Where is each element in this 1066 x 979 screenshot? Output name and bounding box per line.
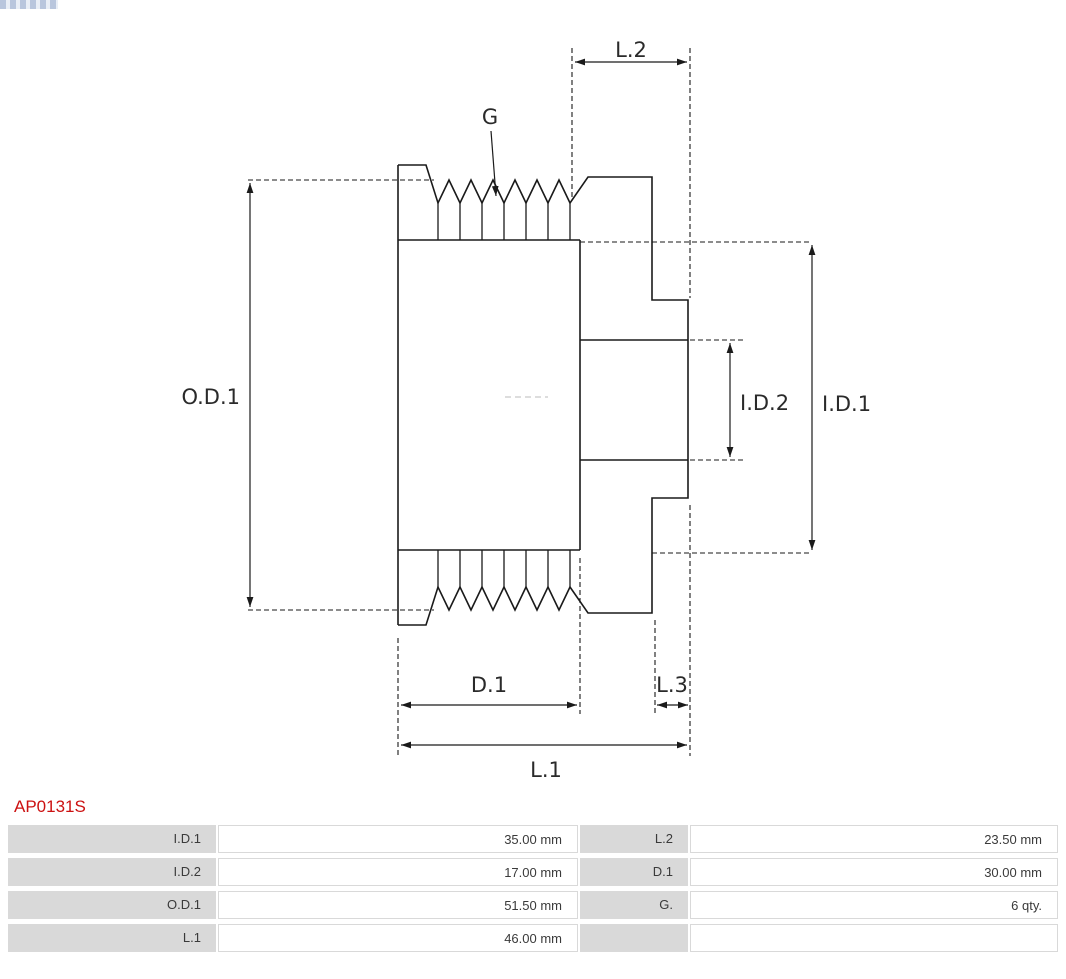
spec-label: L.2 xyxy=(580,825,688,853)
label-d1: D.1 xyxy=(471,673,507,697)
label-l1: L.1 xyxy=(530,758,562,782)
label-id2: I.D.2 xyxy=(740,391,789,415)
spec-value: 46.00 mm xyxy=(218,924,578,952)
spec-value: 6 qty. xyxy=(690,891,1058,919)
pulley-outline xyxy=(397,164,689,626)
spec-table: I.D.1 35.00 mm L.2 23.50 mm I.D.2 17.00 … xyxy=(8,825,1058,952)
label-od1: O.D.1 xyxy=(181,385,240,409)
spec-label xyxy=(580,924,688,952)
spec-value: 51.50 mm xyxy=(218,891,578,919)
label-id1: I.D.1 xyxy=(822,392,871,416)
label-l2: L.2 xyxy=(615,38,647,62)
corner-artifact xyxy=(0,0,58,9)
spec-label: I.D.2 xyxy=(8,858,216,886)
spec-label: L.1 xyxy=(8,924,216,952)
spec-value: 35.00 mm xyxy=(218,825,578,853)
construction-lines xyxy=(248,48,812,756)
dimension-labels: O.D.1 L.2 G I.D.2 I.D.1 D.1 L.3 L.1 xyxy=(181,38,871,782)
part-number-link[interactable]: AP0131S xyxy=(14,797,86,816)
label-g: G xyxy=(482,105,498,129)
label-l3: L.3 xyxy=(656,673,688,697)
spec-value: 23.50 mm xyxy=(690,825,1058,853)
spec-value: 30.00 mm xyxy=(690,858,1058,886)
spec-label: O.D.1 xyxy=(8,891,216,919)
dimension-lines xyxy=(246,58,816,749)
g-leader-line xyxy=(490,130,499,197)
spec-value: 17.00 mm xyxy=(218,858,578,886)
spec-label: I.D.1 xyxy=(8,825,216,853)
spec-label: D.1 xyxy=(580,858,688,886)
spec-label: G. xyxy=(580,891,688,919)
spec-value xyxy=(690,924,1058,952)
pulley-diagram: O.D.1 L.2 G I.D.2 I.D.1 D.1 L.3 L.1 xyxy=(181,38,871,782)
